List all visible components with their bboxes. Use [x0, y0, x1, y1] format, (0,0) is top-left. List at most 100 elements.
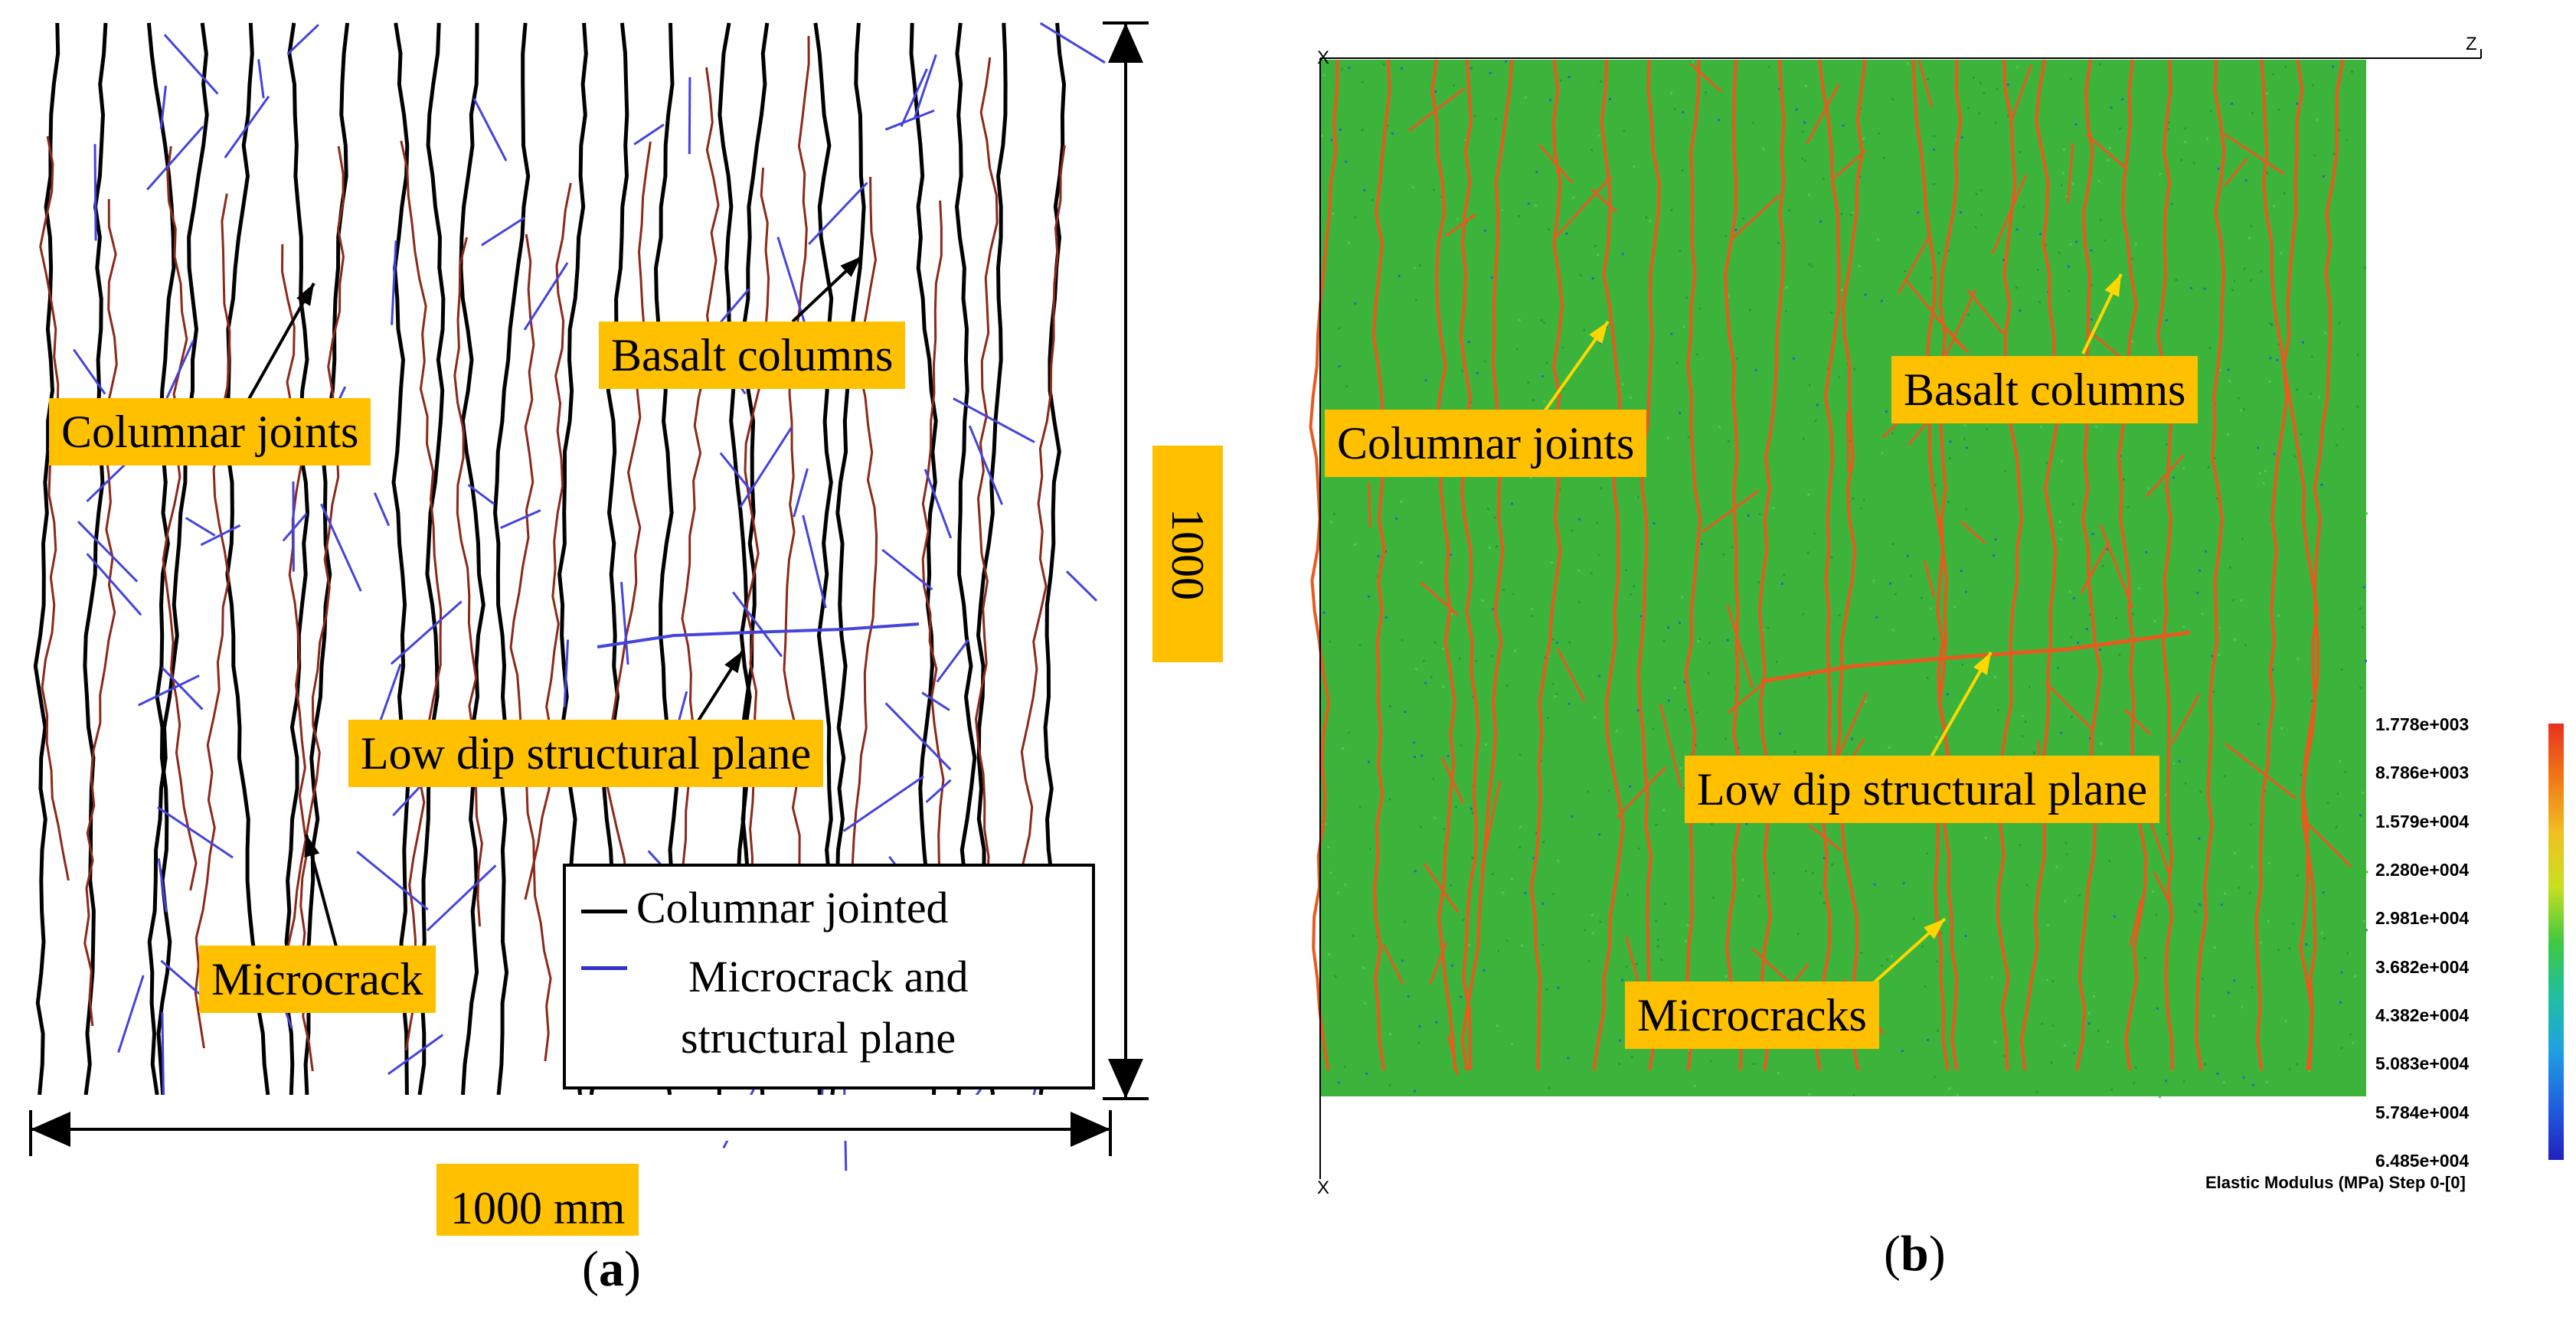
crack-branch: [1846, 411, 1850, 472]
speckle-dot: [1453, 84, 1456, 87]
speckle-dot: [1419, 264, 1422, 267]
speckle-dot: [1778, 87, 1781, 90]
speckle-dot: [2108, 859, 2111, 862]
arrow-head: [724, 651, 743, 674]
speckle-dot: [2240, 409, 2243, 412]
speckle-dot: [1921, 945, 1924, 948]
speckle-dot: [1494, 117, 1497, 120]
speckle-dot: [1822, 901, 1826, 904]
speckle-dot: [2207, 466, 2210, 469]
speckle-dot: [2198, 903, 2201, 906]
speckle-dot: [2182, 467, 2185, 470]
speckle-dot: [1692, 60, 1695, 64]
crack-line: [1724, 59, 1744, 1071]
speckle-dot: [2002, 259, 2005, 262]
crack-line: [1996, 59, 2024, 1071]
speckle-dot: [1964, 935, 1967, 937]
speckle-dot: [1940, 932, 1943, 935]
speckle-dot: [1600, 487, 1603, 490]
speckle-dot: [1361, 129, 1364, 132]
speckle-dot: [1667, 626, 1670, 629]
speckle-dot: [1803, 121, 1806, 124]
crack-branch: [2129, 897, 2143, 946]
speckle-dot: [2232, 599, 2234, 602]
speckle-dot: [1754, 368, 1757, 371]
speckle-dot: [1700, 543, 1703, 545]
speckle-dot: [1811, 265, 1814, 268]
speckle-dot: [2093, 995, 2096, 998]
speckle-dot: [1442, 648, 1445, 650]
speckle-dot: [1793, 750, 1796, 753]
dim-width-text: 1000 mm: [450, 1183, 626, 1233]
speckle-dot: [1434, 90, 1437, 93]
speckle-dot: [1511, 502, 1513, 505]
speckle-dot: [2172, 762, 2176, 765]
microcrack: [320, 503, 362, 592]
speckle-dot: [1597, 554, 1600, 557]
speckle-dot: [1785, 286, 1788, 289]
speckle-dot: [1505, 60, 1508, 63]
speckle-dot: [1946, 693, 1949, 696]
speckle-dot: [2039, 426, 2042, 429]
speckle-dot: [2019, 309, 2022, 312]
speckle-dot: [1933, 183, 1936, 185]
speckle-dot: [1450, 884, 1452, 887]
brown-joint: [783, 35, 810, 1001]
speckle-dot: [2276, 358, 2279, 361]
speckle-dot: [2127, 505, 2130, 508]
speckle-dot: [1838, 376, 1840, 379]
speckle-dot: [1953, 606, 1956, 609]
speckle-dot: [1598, 833, 1600, 836]
crack-network: [1309, 59, 2352, 1076]
speckle-dot: [1467, 341, 1470, 344]
microcrack: [968, 425, 1003, 505]
speckle-dot: [2115, 616, 2118, 619]
speckle-dot: [2365, 871, 2368, 874]
crack-branch: [1554, 175, 1613, 239]
speckle-dot: [2201, 978, 2204, 981]
speckle-dot: [1967, 313, 1970, 316]
microcrack: [1065, 570, 1098, 602]
columnar-joint: [284, 22, 310, 1096]
speckle-dot: [1491, 873, 1494, 875]
speckle-dot: [2180, 158, 2183, 162]
speckle-dot: [2242, 408, 2245, 411]
microcrack: [523, 262, 569, 331]
microcrack: [138, 675, 200, 707]
speckle-dot: [2101, 564, 2104, 567]
speckle-dot: [2266, 1080, 2269, 1083]
speckle-dot: [1852, 497, 1855, 500]
crack-branch: [2085, 133, 2126, 168]
speckle-dot: [1906, 554, 1909, 557]
speckle-dot: [1864, 293, 1867, 296]
speckle-dot: [2119, 127, 2122, 130]
speckle-dot: [2071, 503, 2074, 506]
crack-line: [1757, 59, 1786, 1071]
speckle-dot: [1673, 687, 1676, 689]
speckle-dot: [1838, 614, 1841, 617]
speckle-dot: [1933, 637, 1936, 640]
speckle-dot: [2051, 979, 2055, 982]
speckle-dot: [2338, 129, 2341, 132]
speckle-dot: [1328, 953, 1331, 956]
speckle-dot: [1878, 132, 1881, 135]
speckle-dot: [2033, 751, 2036, 754]
speckle-dot: [2260, 270, 2263, 273]
microcrack: [739, 426, 793, 508]
speckle-dot: [1599, 341, 1602, 345]
speckle-dot: [2205, 550, 2208, 553]
speckle-dot: [1742, 878, 1744, 881]
crack-line: [1834, 59, 1867, 1071]
speckle-dot: [2300, 433, 2303, 436]
speckle-dot: [1904, 270, 1907, 273]
speckle-dot: [2301, 341, 2304, 344]
speckle-dot: [1400, 500, 1403, 503]
axis-x-label-bottom: X: [1317, 1178, 1330, 1198]
dim-height-label: 1000: [1152, 446, 1223, 662]
speckle-dot: [2015, 228, 2019, 231]
speckle-dot: [2051, 1024, 2055, 1027]
speckle-dot: [2323, 937, 2326, 939]
microcrack: [472, 97, 508, 162]
speckle-dot: [1697, 640, 1700, 643]
speckle-dot: [1882, 156, 1885, 159]
